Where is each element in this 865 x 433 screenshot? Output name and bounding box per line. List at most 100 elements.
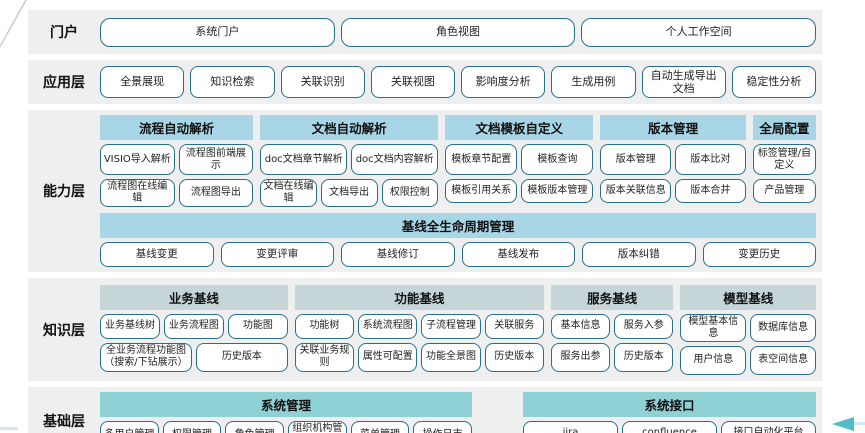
diagram-box: 流程图在线编辑 bbox=[100, 179, 175, 207]
layer-band: 门户 系统门户角色视图个人工作空间 bbox=[28, 10, 822, 54]
corner-fold-icon bbox=[0, 0, 25, 45]
layer-label: 门户 bbox=[50, 25, 78, 41]
group-items-row: 用户信息表空间信息 bbox=[680, 345, 817, 375]
group-items-row: 流程图在线编辑流程图导出 bbox=[100, 179, 254, 207]
feature-group: 服务基线基本信息服务入参服务出参历史版本 bbox=[550, 284, 674, 375]
diagram-box: 知识检索 bbox=[190, 65, 275, 99]
group-header: 服务基线 bbox=[550, 284, 674, 310]
layer-content: 业务基线业务基线树业务流程图功能图全业务流程功能图（搜索/下钻展示）历史版本功能… bbox=[100, 284, 818, 375]
diagram-box: 标签管理/自定义 bbox=[752, 144, 817, 175]
diagram-box: 版本关联信息 bbox=[600, 179, 672, 203]
diagram-box: 稳定性分析 bbox=[731, 65, 816, 99]
layer-band: 基础层系统管理多用户管理权限管理角色管理组织机构管理菜单管理操作日志系统接口ji… bbox=[28, 387, 822, 433]
group-header: 功能基线 bbox=[294, 284, 544, 310]
group-items-row: VISIO导入解析流程图前端展示 bbox=[100, 144, 254, 175]
bottom-accent-line bbox=[0, 427, 18, 430]
group-items-row: 文档在线编辑文档导出权限控制 bbox=[260, 179, 439, 207]
group-header: 文档自动解析 bbox=[260, 115, 439, 140]
diagram-box: confluence bbox=[622, 421, 717, 433]
diagram-box: 服务入参 bbox=[614, 313, 674, 339]
group-header: 文档模板自定义 bbox=[445, 115, 594, 140]
feature-group: 版本管理版本管理版本比对版本关联信息版本合并 bbox=[600, 115, 746, 207]
group-items-row: 模板引用关系模板版本管理 bbox=[445, 179, 594, 203]
group-items-row: 服务出参历史版本 bbox=[550, 342, 674, 372]
diagram-box: 表空间信息 bbox=[750, 345, 817, 375]
group-header: 系统接口 bbox=[523, 392, 816, 417]
diagram-box: 模板引用关系 bbox=[445, 179, 518, 203]
diagram-box: 系统门户 bbox=[100, 17, 335, 47]
diagram-box: 流程图前端展示 bbox=[178, 144, 254, 175]
diagram-box: 变更评审 bbox=[220, 242, 334, 267]
group-items-row: 关联业务规则属性可配置功能全景图历史版本 bbox=[294, 342, 544, 372]
diagram-box: 基线变更 bbox=[100, 242, 214, 267]
diagram-box: 文档导出 bbox=[320, 179, 378, 207]
diagram-box: 权限控制 bbox=[381, 179, 439, 207]
diagram-box: 角色管理 bbox=[225, 421, 285, 433]
layer-stack: 门户 系统门户角色视图个人工作空间应用层全景展现知识检索关联识别关联视图影响度分析… bbox=[28, 10, 822, 433]
diagram-box: 版本合并 bbox=[675, 179, 746, 203]
group-items-row: 模板章节配置模板查询 bbox=[445, 144, 594, 175]
diagram-box: 系统流程图 bbox=[358, 313, 418, 339]
lifecycle-header: 基线全生命周期管理 bbox=[100, 213, 816, 238]
feature-group: 业务基线业务基线树业务流程图功能图全业务流程功能图（搜索/下钻展示）历史版本 bbox=[100, 284, 288, 375]
item-row: 系统门户角色视图个人工作空间 bbox=[100, 17, 817, 47]
group-items-row: 多用户管理权限管理角色管理组织机构管理菜单管理操作日志 bbox=[100, 421, 473, 433]
group-items-row: 功能树系统流程图子流程管理关联服务 bbox=[294, 313, 544, 339]
diagram-box: 版本管理 bbox=[600, 144, 672, 175]
diagram-box: 功能全景图 bbox=[421, 342, 481, 372]
diagram-box: 模板查询 bbox=[521, 144, 594, 175]
diagram-box: doc文档章节解析 bbox=[260, 144, 348, 175]
feature-group: 系统管理多用户管理权限管理角色管理组织机构管理菜单管理操作日志 bbox=[100, 392, 473, 433]
diagram-box: 全景展现 bbox=[100, 65, 185, 99]
diagram-box: 菜单管理 bbox=[350, 421, 410, 433]
diagram-box: 关联服务 bbox=[484, 313, 544, 339]
item-row: 全景展现知识检索关联识别关联视图影响度分析生成用例自动生成导出文档稳定性分析 bbox=[100, 65, 816, 99]
layer-label: 应用层 bbox=[43, 75, 85, 91]
group-items-row: 版本管理版本比对 bbox=[600, 144, 746, 175]
group-items-row: 业务基线树业务流程图功能图 bbox=[100, 313, 288, 339]
diagram-box: 关联业务规则 bbox=[294, 342, 355, 372]
diagram-box: 历史版本 bbox=[195, 342, 288, 372]
diagram-box: 历史版本 bbox=[614, 342, 674, 372]
diagram-box: 组织机构管理 bbox=[288, 421, 347, 433]
diagram-box: 变更历史 bbox=[702, 242, 816, 267]
group-items-row: 全业务流程功能图（搜索/下钻展示）历史版本 bbox=[100, 342, 288, 372]
diagram-box: 全业务流程功能图（搜索/下钻展示） bbox=[100, 342, 192, 372]
diagram-box: 业务基线树 bbox=[100, 313, 160, 339]
group-header: 模型基线 bbox=[680, 284, 816, 310]
diagram-box: 基线修订 bbox=[341, 242, 455, 267]
diagram-box: 操作日志 bbox=[413, 421, 473, 433]
diagram-box: VISIO导入解析 bbox=[100, 144, 175, 175]
diagram-box: 接口自动化平台 bbox=[721, 421, 816, 433]
diagram-box: 角色视图 bbox=[340, 17, 576, 47]
diagram-box: 多用户管理 bbox=[100, 421, 159, 433]
group-items-row: 基本信息服务入参 bbox=[550, 313, 674, 339]
feature-group: 文档模板自定义模板章节配置模板查询模板引用关系模板版本管理 bbox=[445, 115, 594, 207]
diagram-box: 流程图导出 bbox=[178, 179, 254, 207]
diagram-box: 版本比对 bbox=[675, 144, 746, 175]
diagram-box: 子流程管理 bbox=[421, 313, 481, 339]
diagram-box: 关联识别 bbox=[280, 65, 365, 99]
diagram-box: 个人工作空间 bbox=[581, 17, 817, 47]
diagram-box: 属性可配置 bbox=[358, 342, 418, 372]
diagram-box: 版本纠错 bbox=[582, 242, 696, 267]
diagram-box: 关联视图 bbox=[370, 65, 455, 99]
feature-group: 功能基线功能树系统流程图子流程管理关联服务关联业务规则属性可配置功能全景图历史版… bbox=[294, 284, 544, 375]
diagram-box: 模板章节配置 bbox=[445, 144, 518, 175]
feature-group: 全局配置标签管理/自定义产品管理 bbox=[752, 115, 817, 207]
group-header: 版本管理 bbox=[600, 115, 746, 140]
group-header: 系统管理 bbox=[100, 392, 472, 417]
group-items-row: 模型基本信息数据库信息 bbox=[680, 313, 817, 342]
diagram-box: 生成用例 bbox=[551, 65, 636, 99]
left-arrow-icon bbox=[832, 417, 854, 431]
group-header: 全局配置 bbox=[752, 115, 817, 140]
layer-label: 能力层 bbox=[43, 184, 85, 200]
group-header: 流程自动解析 bbox=[100, 115, 254, 140]
diagram-box: 服务出参 bbox=[550, 342, 611, 372]
